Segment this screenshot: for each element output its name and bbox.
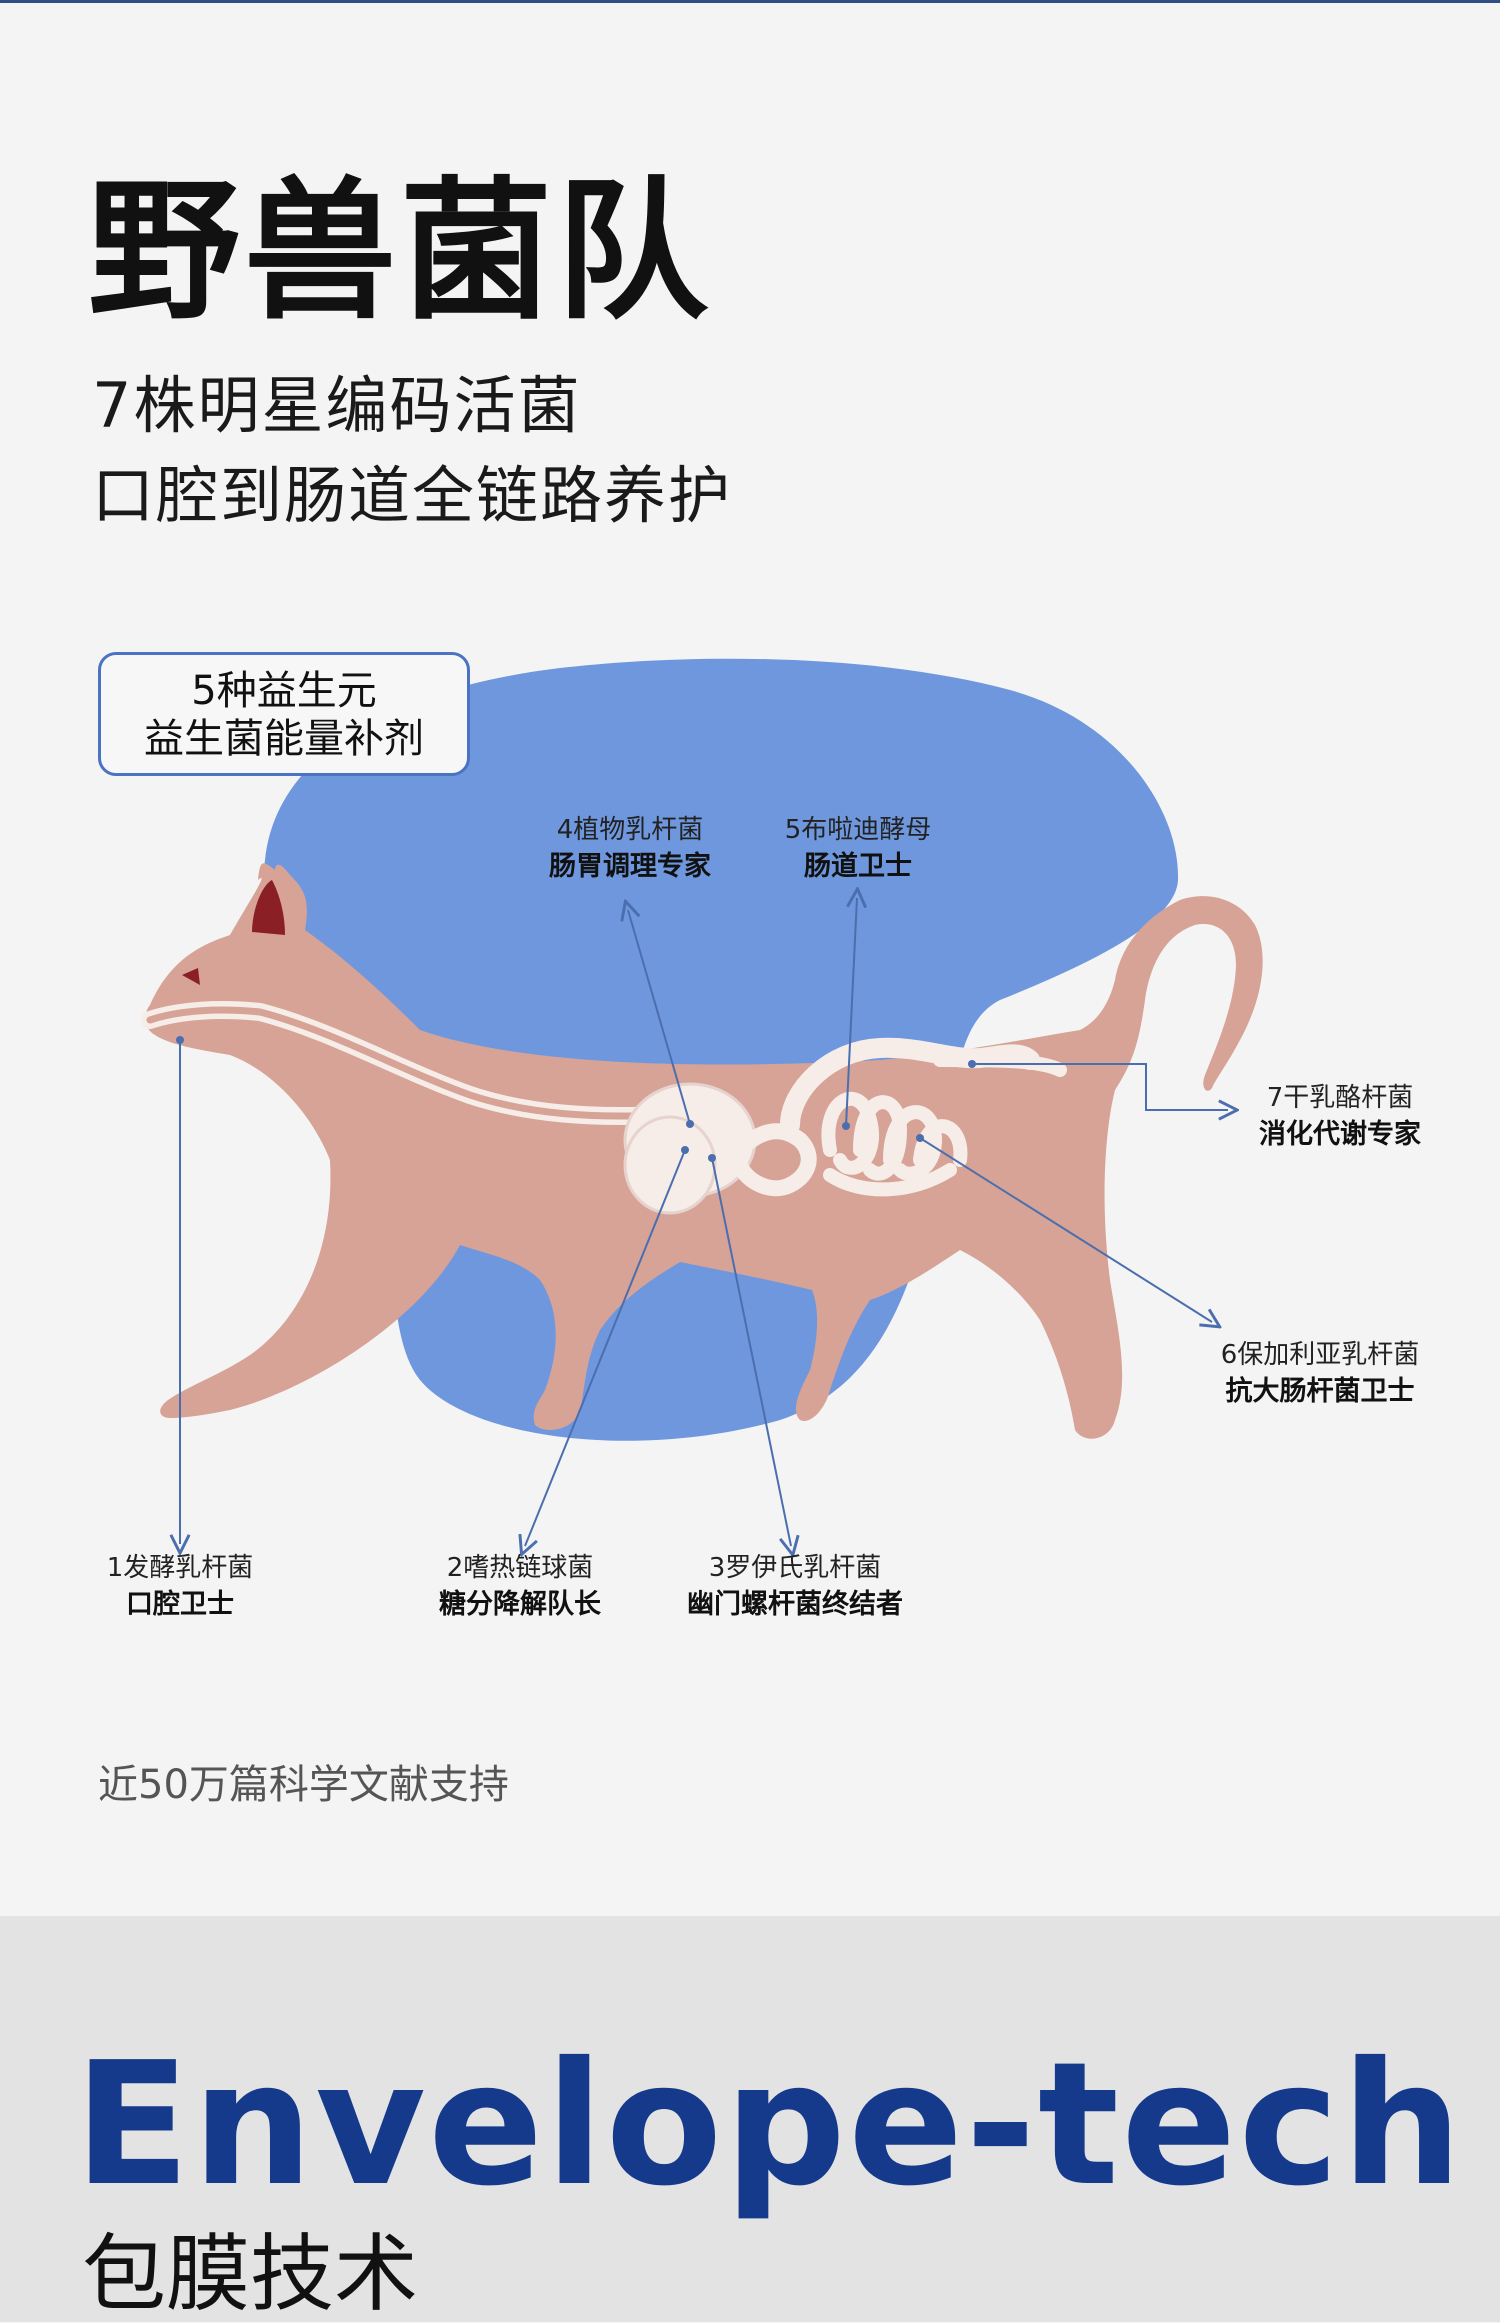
strain-role: 肠胃调理专家 — [549, 851, 711, 882]
page-title: 野兽菌队 — [88, 163, 712, 340]
leader-line-2 — [525, 1149, 686, 1546]
strain-label-7: 7干乳酪杆菌 消化代谢专家 — [1240, 1080, 1440, 1154]
strain-label-2: 2嗜热链球菌 糖分降解队长 — [410, 1550, 630, 1624]
strain-label-1: 1发酵乳杆菌 口腔卫士 — [80, 1550, 280, 1624]
strain-label-5: 5布啦迪酵母 肠道卫士 — [758, 812, 958, 886]
stomach-and-intestine — [623, 1037, 1067, 1215]
strain-role: 消化代谢专家 — [1259, 1119, 1421, 1150]
strain-role: 肠道卫士 — [804, 851, 912, 882]
strain-label-4: 4植物乳杆菌 肠胃调理专家 — [510, 812, 750, 886]
strain-name: 3罗伊氏乳杆菌 — [708, 1553, 882, 1583]
subtitle-line-2: 口腔到肠道全链路养护 — [92, 459, 733, 532]
subtitle-line-1: 7株明星编码活菌 — [92, 369, 582, 442]
strain-role: 幽门螺杆菌终结者 — [687, 1589, 903, 1620]
strain-name: 6保加利亚乳杆菌 — [1220, 1340, 1420, 1370]
section-title-cn: 包膜技术 — [82, 2225, 419, 2323]
cat-digestive-diagram — [141, 658, 1263, 1916]
strain-name: 1发酵乳杆菌 — [106, 1553, 254, 1583]
leader-line-7 — [972, 1063, 1228, 1110]
strain-role: 口腔卫士 — [126, 1589, 234, 1620]
strain-role: 糖分降解队长 — [439, 1589, 601, 1620]
leader-line-3 — [711, 1157, 791, 1546]
prebiotic-badge: 5种益生元 益生菌能量补剂 — [98, 652, 470, 776]
badge-line-1: 5种益生元 — [191, 668, 377, 714]
strain-label-6: 6保加利亚乳杆菌 抗大肠杆菌卫士 — [1200, 1337, 1440, 1411]
badge-line-2: 益生菌能量补剂 — [144, 716, 424, 762]
cat-ear — [252, 880, 285, 935]
cat-nose — [182, 968, 200, 985]
top-divider — [0, 0, 1500, 3]
literature-footnote: 近50万篇科学文献支持 — [98, 1762, 509, 1808]
strain-name: 5布啦迪酵母 — [784, 815, 932, 845]
strain-name: 2嗜热链球菌 — [446, 1553, 594, 1583]
strain-role: 抗大肠杆菌卫士 — [1225, 1376, 1415, 1407]
section-title-en: Envelope-tech — [74, 2026, 1465, 2224]
strain-label-3: 3罗伊氏乳杆菌 幽门螺杆菌终结者 — [660, 1550, 930, 1624]
leader-dots — [176, 1036, 976, 1162]
leader-line-5 — [845, 898, 857, 1127]
strain-name: 7干乳酪杆菌 — [1266, 1083, 1414, 1113]
leader-lines — [180, 898, 1228, 1546]
leader-line-6 — [919, 1137, 1212, 1322]
leader-line-4 — [628, 910, 691, 1125]
envelope-tech-section — [0, 1916, 1500, 2322]
strain-name: 4植物乳杆菌 — [556, 815, 704, 845]
